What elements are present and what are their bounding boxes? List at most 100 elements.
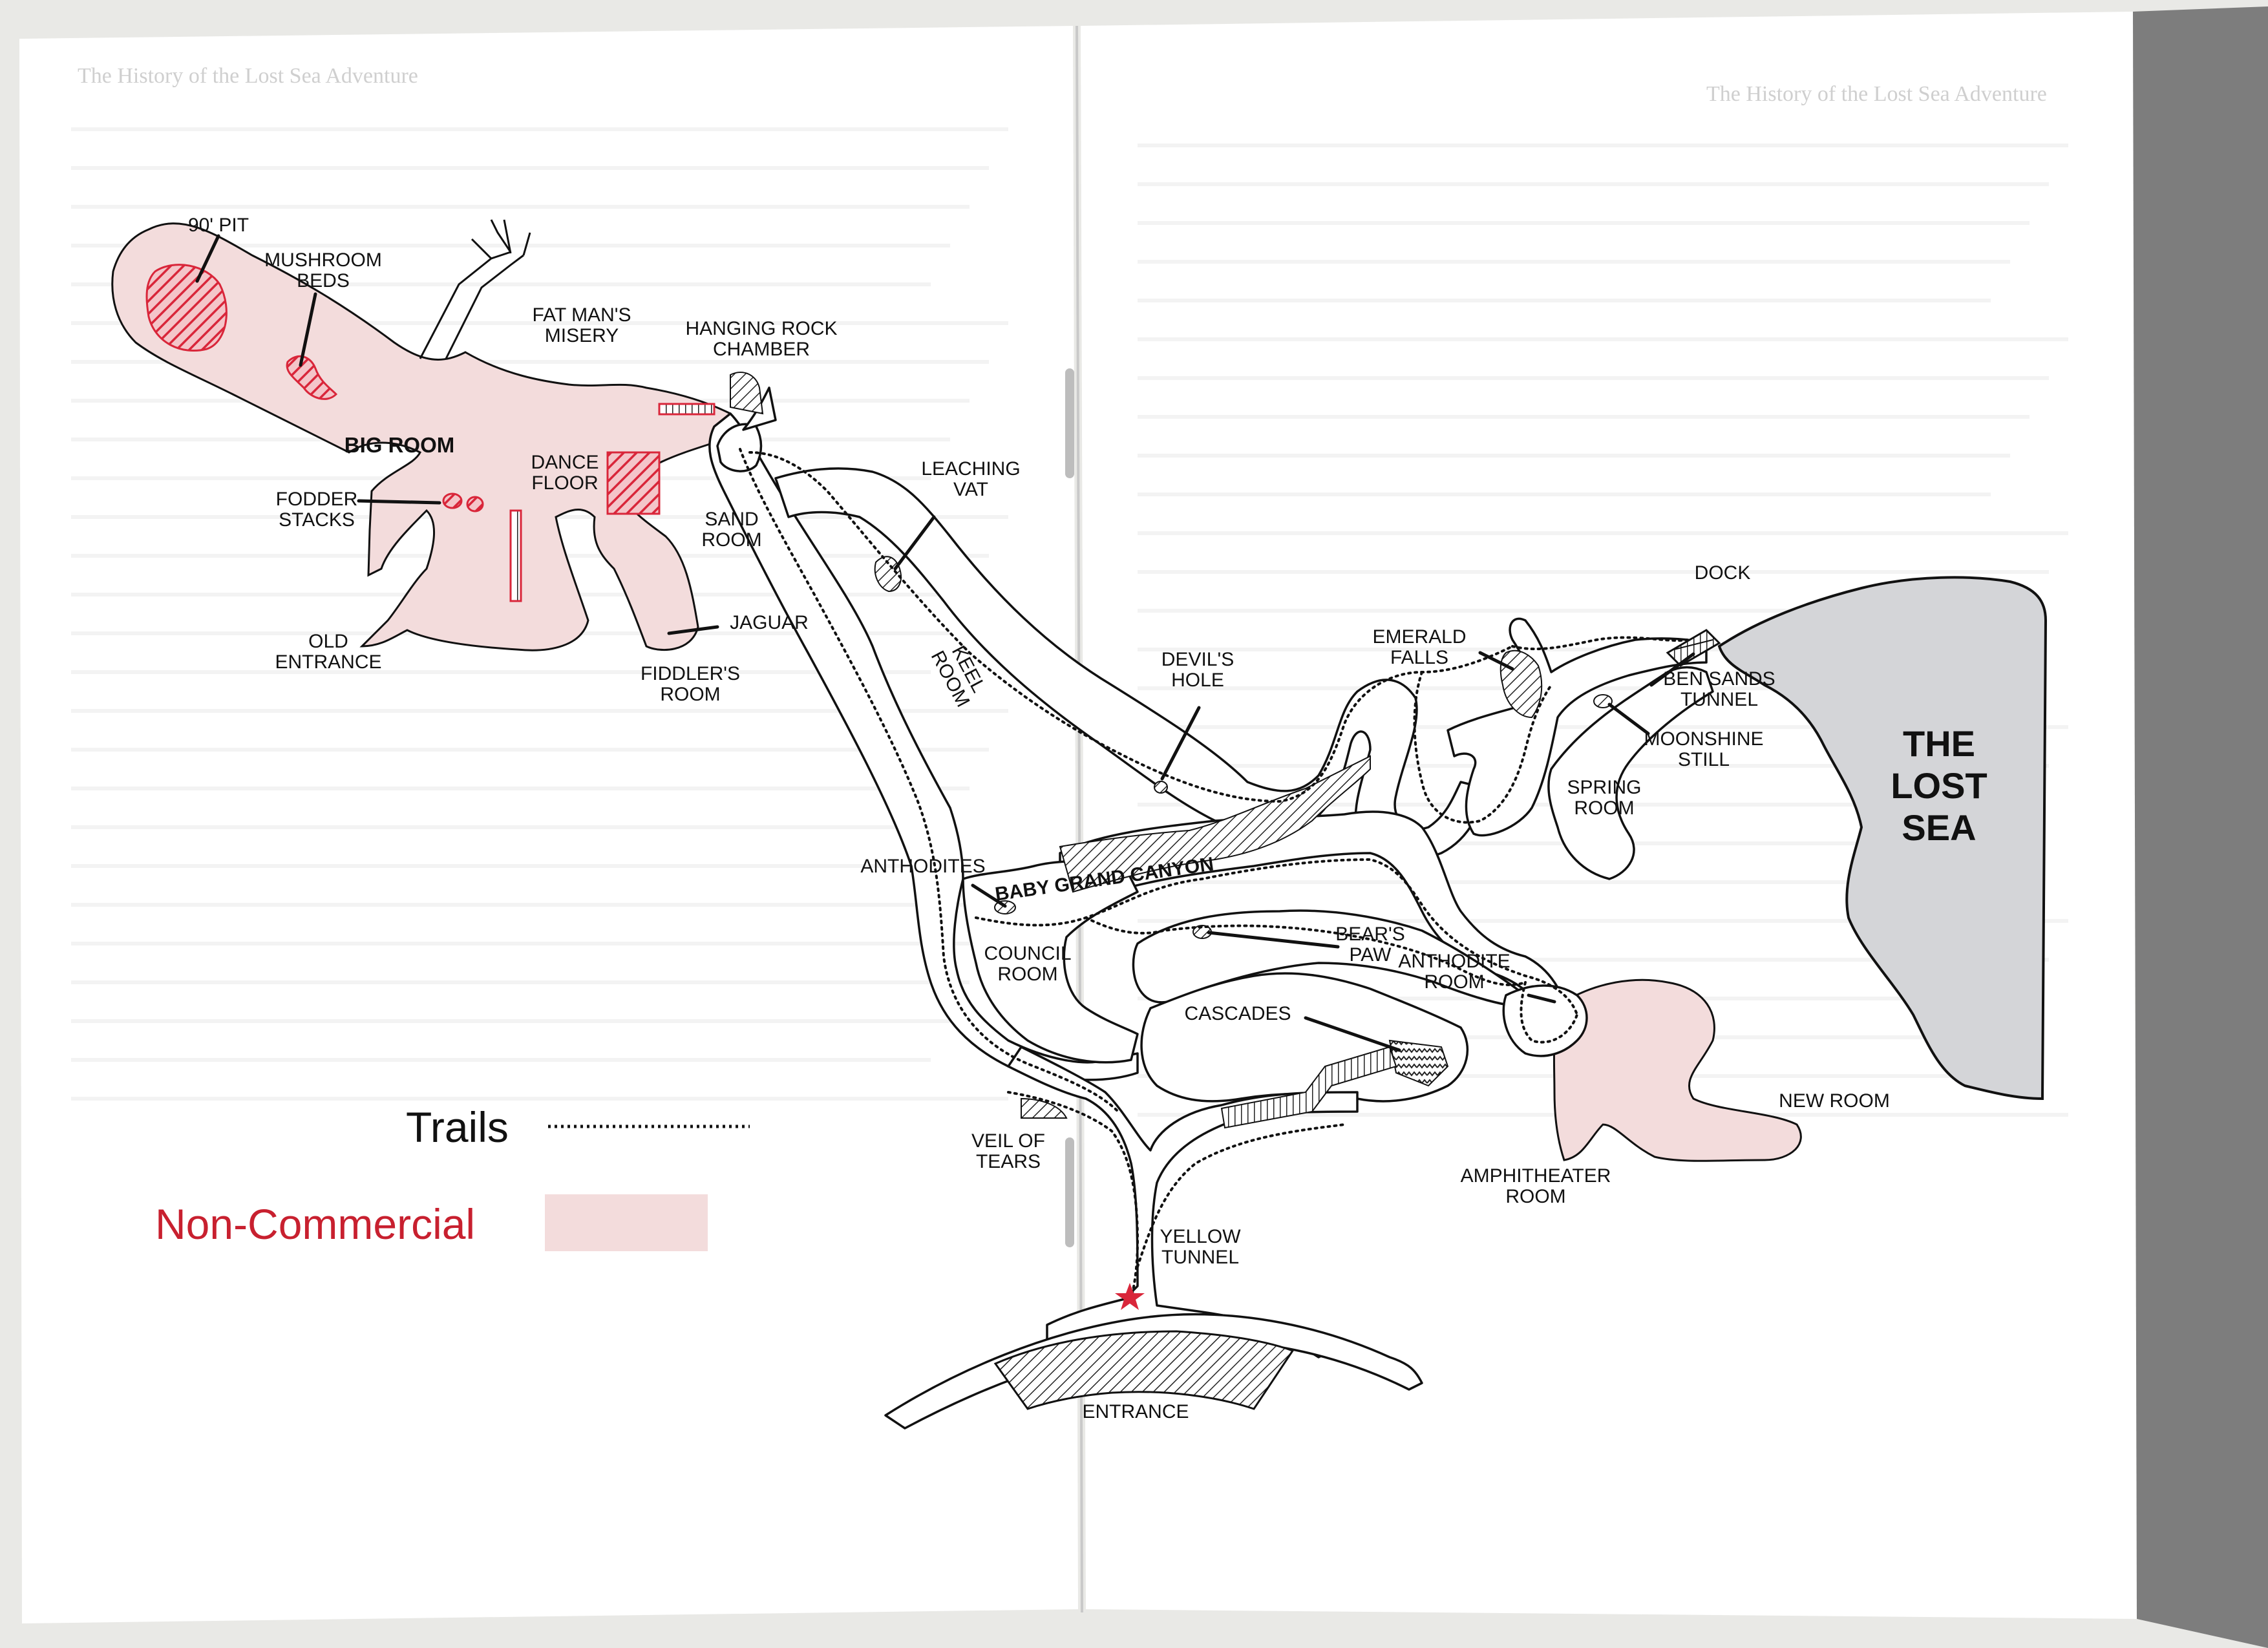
left-running-head: The History of the Lost Sea Adventure [78, 64, 418, 88]
lost-sea-lake [1717, 576, 2048, 1101]
label-dock-line-1: DOCK [1695, 562, 1751, 584]
ninety-foot-pit [145, 264, 228, 352]
label-amphitheater-room-line-2: ROOM [1505, 1186, 1565, 1207]
label-sand-room-line-1: SAND [705, 509, 758, 530]
feature-areas [145, 264, 1613, 1410]
label-new-room: NEW ROOM [1779, 1090, 1890, 1112]
label-devils-hole-line-1: DEVIL'S [1161, 649, 1234, 670]
start-star-marker [1115, 1283, 1145, 1310]
legend-non-commercial-label: Non-Commercial [155, 1200, 475, 1248]
trail-bears-paw [1085, 916, 1527, 986]
label-fodder-stacks-line-2: STACKS [279, 509, 355, 531]
trail-network [739, 448, 1688, 1300]
hanging-rock-stairs [658, 403, 715, 416]
label-mushroom-beds-line-2: BEDS [297, 270, 350, 291]
mushroom-beds-patch [286, 355, 338, 400]
label-fat-mans-misery-line-2: MISERY [545, 325, 619, 346]
label-anthodite-room-line-2: ROOM [1424, 971, 1484, 993]
label-spring-room-line-1: SPRING [1567, 777, 1641, 798]
label-anthodite-room-line-1: ANTHODITE [1398, 951, 1510, 972]
label-jaguar: JAGUAR [730, 612, 809, 633]
label-pit-90: 90' PIT [188, 215, 249, 236]
trail-cascades [1136, 1123, 1346, 1268]
label-entrance: ENTRANCE [1082, 1401, 1189, 1422]
trail-emerald-down [1413, 671, 1553, 824]
cascades-feature [1388, 1039, 1449, 1087]
leaching-vat-feature [874, 556, 902, 593]
new-room-region [1553, 978, 1802, 1162]
label-new-room-line-1: NEW ROOM [1779, 1090, 1890, 1112]
non-commercial-areas [111, 222, 1802, 1162]
baby-grand-canyon-feature [1059, 755, 1371, 893]
label-hanging-rock-chamber-line-1: HANGING ROCK [685, 318, 837, 339]
label-dance-floor-line-2: FLOOR [531, 472, 598, 494]
label-mushroom-beds-line-1: MUSHROOM [264, 249, 382, 271]
veil-of-tears-feature [1021, 1097, 1068, 1119]
staple-bottom [1065, 1137, 1074, 1247]
label-moonshine-still-line-2: STILL [1678, 749, 1730, 770]
label-anthodites: ANTHODITES [860, 856, 985, 877]
label-jaguar-line-1: JAGUAR [730, 612, 809, 633]
trail-sand-room [748, 451, 1514, 803]
label-yellow-tunnel-line-2: TUNNEL [1161, 1247, 1239, 1268]
label-the-lost-sea: THE LOST SEA [1891, 723, 1987, 848]
label-leaching-vat-line-1: LEACHING [921, 458, 1020, 480]
label-old-entrance-line-1: OLD [308, 631, 348, 652]
legend-non-commercial-swatch [545, 1194, 708, 1251]
moonshine-still-feature [1593, 694, 1613, 708]
dance-floor-patch [606, 451, 661, 515]
leader-lines [195, 234, 1695, 1052]
big-room-stairs [509, 509, 522, 602]
right-running-head: The History of the Lost Sea Adventure [1706, 82, 2047, 106]
label-big-room: BIG ROOM [344, 433, 455, 457]
label-entrance-line-1: ENTRANCE [1082, 1401, 1189, 1422]
legend: Trails Non-Commercial [155, 1103, 750, 1251]
label-old-entrance-line-2: ENTRANCE [275, 651, 381, 673]
label-fodder-stacks-line-1: FODDER [276, 489, 358, 510]
label-sand-room-line-2: ROOM [701, 529, 761, 551]
dock-tunnel [1666, 629, 1721, 667]
label-bears-paw-line-2: PAW [1350, 944, 1392, 966]
fodder-stack-b [466, 496, 484, 512]
label-amphitheater-room-line-1: AMPHITHEATER [1461, 1165, 1611, 1187]
label-leaching-vat-line-2: VAT [953, 479, 988, 500]
label-emerald-falls-line-2: FALLS [1390, 647, 1448, 668]
label-cascades: CASCADES [1184, 1003, 1291, 1024]
label-bears-paw-line-1: BEAR'S [1335, 924, 1404, 945]
label-emerald-falls-line-1: EMERALD [1372, 626, 1466, 648]
label-devils-hole-line-2: HOLE [1171, 670, 1224, 691]
devils-hole-feature [1154, 781, 1168, 794]
label-dock: DOCK [1695, 562, 1751, 584]
label-council-room-line-1: COUNCIL [984, 943, 1071, 964]
hanging-rock-feature [730, 372, 764, 415]
lost-sea-line-2: LOST [1891, 765, 1987, 806]
lost-sea-line-3: SEA [1902, 807, 1976, 848]
fodder-stack-a [442, 492, 463, 509]
label-anthodites-line-1: ANTHODITES [860, 856, 985, 877]
label-fiddlers-room-line-2: ROOM [660, 684, 720, 705]
big-room-region [111, 222, 732, 651]
label-pit-90-line-1: 90' PIT [188, 215, 249, 236]
legend-trails-label: Trails [406, 1103, 509, 1151]
label-spring-room-line-2: ROOM [1574, 798, 1634, 819]
lost-sea-area [1666, 576, 2048, 1101]
